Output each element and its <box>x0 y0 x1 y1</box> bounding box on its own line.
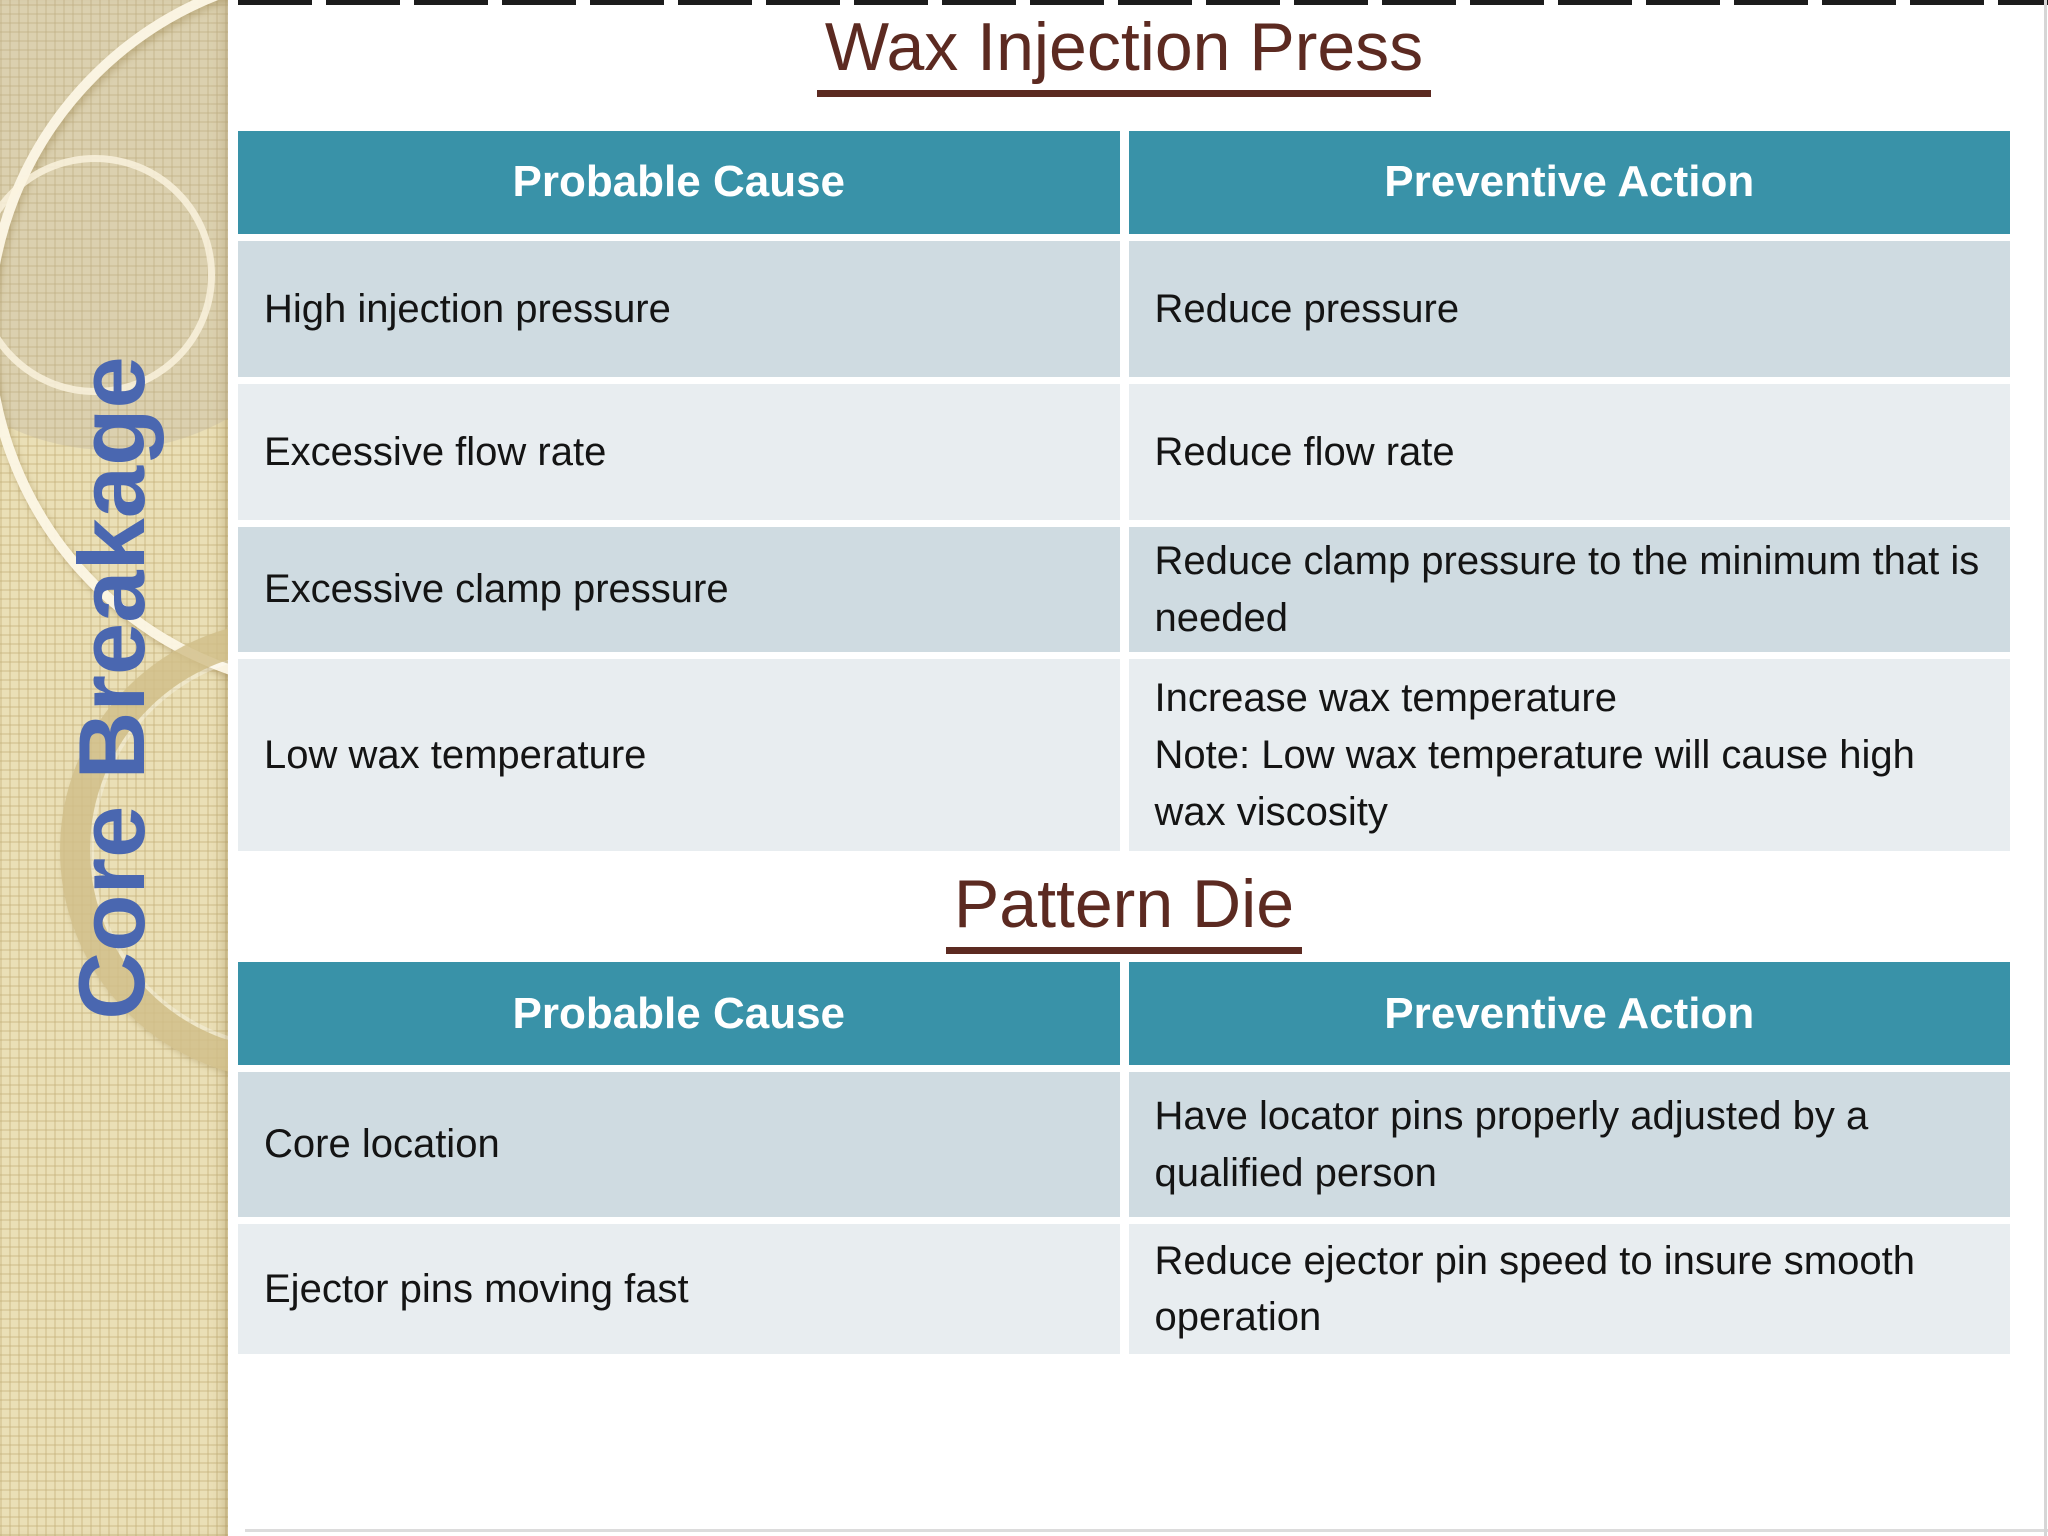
decorative-ring-small <box>0 155 215 395</box>
top-edge-dashed-line <box>238 0 2048 5</box>
action-cell: Increase wax temperature Note: Low wax t… <box>1128 659 2010 852</box>
column-header-preventive-action: Preventive Action <box>1128 131 2010 235</box>
section-title-text: Wax Injection Press <box>816 8 1432 98</box>
cause-cell: Core location <box>238 1072 1120 1218</box>
section-title-pattern-die: Pattern Die <box>238 865 2010 955</box>
sidebar: Core Breakage <box>0 0 228 1536</box>
cause-cell: High injection pressure <box>238 241 1120 378</box>
action-cell: Reduce flow rate <box>1128 384 2010 521</box>
bottom-divider-line <box>245 1529 2048 1532</box>
cause-cell: Excessive clamp pressure <box>238 527 1120 653</box>
action-cell: Have locator pins properly adjusted by a… <box>1128 1072 2010 1218</box>
column-header-probable-cause: Probable Cause <box>238 962 1120 1066</box>
cause-cell: Low wax temperature <box>238 659 1120 852</box>
section-title-text: Pattern Die <box>945 865 1303 955</box>
slide-title-vertical: Core Breakage <box>59 356 164 1020</box>
column-header-probable-cause: Probable Cause <box>238 131 1120 235</box>
column-header-preventive-action: Preventive Action <box>1128 962 2010 1066</box>
section-title-wax-injection-press: Wax Injection Press <box>238 8 2010 98</box>
pattern-die-table: Probable Cause Preventive Action Core lo… <box>238 962 2010 1355</box>
action-cell: Reduce pressure <box>1128 241 2010 378</box>
action-cell: Reduce clamp pressure to the minimum tha… <box>1128 527 2010 653</box>
slide-content: Wax Injection Press Probable Cause Preve… <box>238 0 2010 1355</box>
right-edge-line <box>2044 0 2047 1536</box>
wax-injection-press-table: Probable Cause Preventive Action High in… <box>238 131 2010 852</box>
cause-cell: Excessive flow rate <box>238 384 1120 521</box>
cause-cell: Ejector pins moving fast <box>238 1224 1120 1355</box>
action-cell: Reduce ejector pin speed to insure smoot… <box>1128 1224 2010 1355</box>
